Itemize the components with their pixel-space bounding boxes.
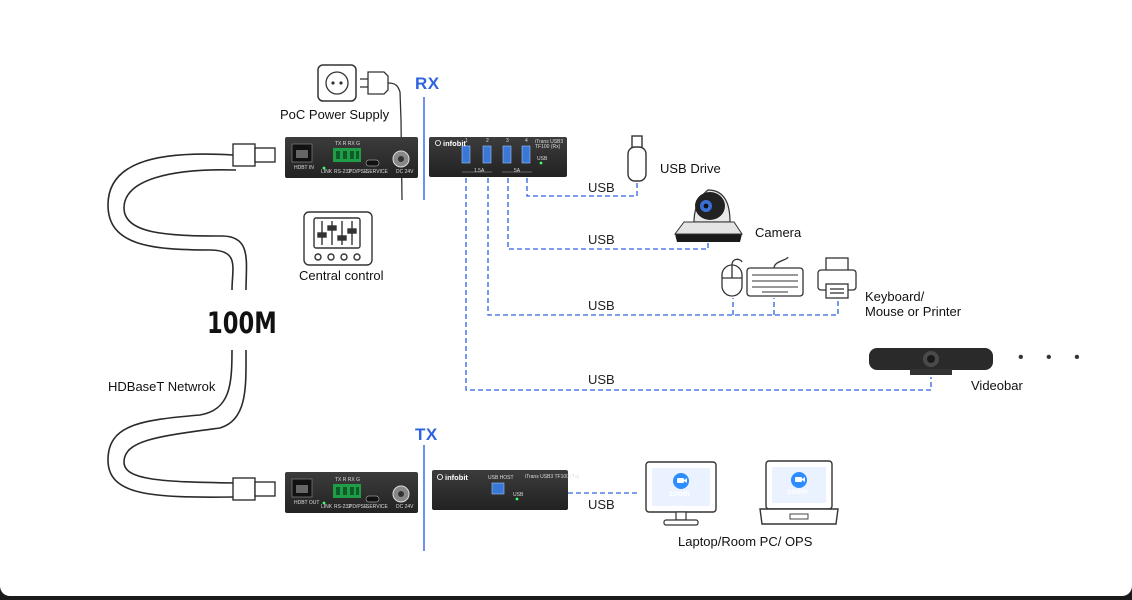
distance-label: 100M <box>207 306 277 340</box>
zoom-camera-glyph <box>677 477 805 483</box>
laptop-icon <box>759 460 839 525</box>
videobar-label: Videobar <box>971 378 1023 393</box>
usb-link-camera <box>507 178 709 250</box>
tx-front-usb-label: USB <box>513 492 524 498</box>
rx-back-link-label: LINK <box>321 169 333 175</box>
central-control-label: Central control <box>299 268 384 283</box>
monitor-icon <box>645 461 717 526</box>
tx-back-unit <box>285 472 418 513</box>
usb-link-label-laptop: USB <box>588 497 615 512</box>
usb-links <box>465 178 932 494</box>
laptop-label: Laptop/Room PC/ OPS <box>678 534 813 549</box>
hdbaset-network-label: HDBaseT Netwrok <box>108 379 216 394</box>
rx-back-service-label: SERVICE <box>366 169 388 175</box>
keyboard-icon <box>746 256 804 297</box>
tx-front-unit <box>432 470 568 510</box>
rx-group-label-2: 5A <box>514 168 521 174</box>
tx-label: TX <box>415 425 438 444</box>
rx-back-unit <box>285 137 418 178</box>
rx-port-number-3: 3 <box>506 138 509 144</box>
usb-link-keyboard <box>487 178 839 316</box>
rx-back-dc-label: DC 24V <box>396 169 414 175</box>
tx-back-port-label: HDBT OUT <box>294 500 320 506</box>
tx-back-link-label: LINK <box>321 504 333 510</box>
keyboard-label-line1: Keyboard/ <box>865 289 925 304</box>
printer-icon <box>817 257 857 299</box>
hdbaset-cable <box>107 153 248 498</box>
rx-front-usb-label: USB <box>537 156 548 162</box>
rx-back-port-label: HDBT IN <box>294 165 314 171</box>
videobar-icon <box>869 348 993 375</box>
rx-port-number-1: 1 <box>465 138 468 144</box>
tx-front-host-label: USB HOST <box>488 475 514 481</box>
usb-link-label-drive: USB <box>588 180 615 195</box>
rj45-connector-tx <box>232 477 276 501</box>
tx-back-rs232-label: TX R RX G <box>335 477 361 483</box>
rx-label: RX <box>415 74 440 93</box>
rx-front-model: iTrans USB3 TF100 (Rx) <box>535 139 564 150</box>
usb-drive-label: USB Drive <box>660 161 721 176</box>
rx-port-number-4: 4 <box>525 138 528 144</box>
usb-link-videobar <box>465 178 932 391</box>
tx-back-rs232-text: RS-232 <box>334 504 351 510</box>
more-devices-indicator: • • • <box>1018 349 1089 366</box>
rj45-connector-rx <box>232 143 276 167</box>
tx-front-model: iTrans USB3 TF100 (Tx) <box>525 474 580 480</box>
tx-back-dc-label: DC 24V <box>396 504 414 510</box>
keyboard-label-line2: Mouse or Printer <box>865 304 962 319</box>
camera-icon <box>674 189 743 242</box>
rx-front-brand: infobit <box>443 139 466 148</box>
mouse-icon <box>721 258 743 297</box>
rx-front-unit <box>429 137 567 177</box>
usb-ports-rx <box>461 145 531 164</box>
usb-link-label-keyboard: USB <box>588 298 615 313</box>
usb-link-drive <box>526 178 638 197</box>
poc-power-supply-label: PoC Power Supply <box>280 107 390 122</box>
rx-back-pdpse-label: PD/PSE <box>349 169 368 175</box>
central-control-icon <box>303 211 373 266</box>
monitor-zoom-text: zoom <box>669 489 690 498</box>
rx-back-rs232-text: RS-232 <box>334 169 351 175</box>
camera-label: Camera <box>755 225 802 240</box>
power-outlet-icon <box>317 64 357 102</box>
power-plug-icon <box>360 71 403 201</box>
rx-port-number-2: 2 <box>486 138 489 144</box>
usb-drive-icon <box>627 135 647 182</box>
usb-link-label-videobar: USB <box>588 372 615 387</box>
rx-back-rs232-label: TX R RX G <box>335 141 361 147</box>
tx-back-pdpse-label: PD/PSE <box>349 504 368 510</box>
tx-back-service-label: SERVICE <box>366 504 388 510</box>
tx-front-brand: infobit <box>445 473 468 482</box>
laptop-zoom-text: zoom <box>787 487 808 496</box>
usb-link-label-camera: USB <box>588 232 615 247</box>
rx-group-label-1: 1.5A <box>474 168 485 174</box>
